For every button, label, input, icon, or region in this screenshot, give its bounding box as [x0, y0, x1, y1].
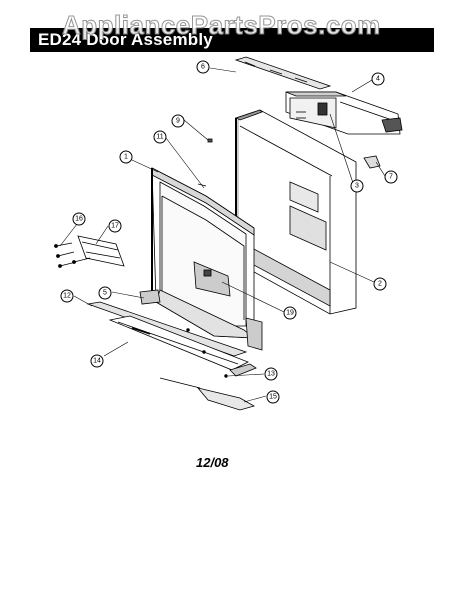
callout-label: 11 [156, 134, 163, 141]
callout-12: 12 [60, 289, 74, 303]
diagram-title: ED24 Door Assembly [38, 30, 213, 49]
callout-6: 6 [196, 60, 210, 74]
title-bar: ED24 Door Assembly [30, 28, 434, 52]
callout-7: 7 [384, 170, 398, 184]
part-bottom-strips [86, 301, 257, 377]
part-control-housing [285, 91, 403, 135]
callout-label: 13 [267, 371, 275, 378]
callout-label: 3 [355, 183, 359, 190]
callout-19: 19 [283, 306, 297, 320]
callout-14: 14 [90, 354, 104, 368]
callout-label: 17 [111, 223, 119, 230]
callout-label: 9 [176, 118, 180, 125]
callout-15: 15 [266, 390, 280, 404]
callout-label: 15 [269, 394, 277, 401]
callout-2: 2 [373, 277, 387, 291]
part-outer-door-panel [234, 109, 357, 315]
callout-1: 1 [119, 150, 133, 164]
callout-4: 4 [371, 72, 385, 86]
leader-lines [59, 67, 386, 403]
part-top-trim [234, 56, 332, 90]
callout-17: 17 [108, 219, 122, 233]
callout-label: 2 [378, 281, 382, 288]
callout-label: 5 [103, 290, 107, 297]
revision-date: 12/08 [196, 455, 229, 470]
part-bottom-rail [159, 377, 256, 411]
callout-label: 6 [201, 64, 205, 71]
part-hinge-bracket [54, 235, 125, 268]
watermark-logo: AppliancePartsPros.com [62, 10, 381, 41]
part-small-hardware [186, 138, 381, 378]
callout-5: 5 [98, 286, 112, 300]
callout-label: 1 [124, 154, 128, 161]
callout-11: 11 [153, 130, 167, 144]
callout-16: 16 [72, 212, 86, 226]
callout-label: 16 [75, 216, 83, 223]
callout-label: 4 [376, 76, 380, 83]
callout-9: 9 [171, 114, 185, 128]
callout-3: 3 [350, 179, 364, 193]
callout-13: 13 [264, 367, 278, 381]
callout-label: 12 [63, 293, 71, 300]
callout-label: 7 [389, 174, 393, 181]
part-inner-door-liner [139, 167, 263, 351]
callout-label: 19 [286, 310, 294, 317]
callout-label: 14 [93, 358, 101, 365]
